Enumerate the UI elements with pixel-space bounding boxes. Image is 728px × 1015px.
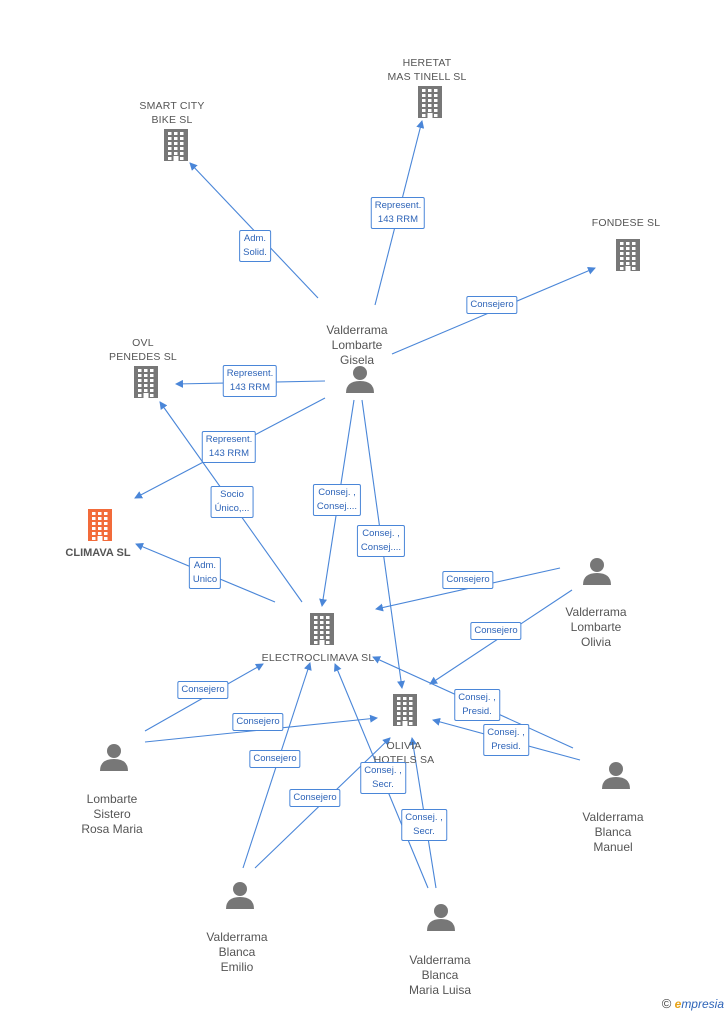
copyright-symbol: © [661,996,672,1011]
edge-label[interactable]: Consej. , Presid. [483,724,529,756]
company-icon[interactable] [393,694,417,726]
empresia-watermark: © empresia [662,996,724,1011]
company-icon[interactable] [418,86,442,118]
company-name-smart[interactable]: SMART CITY BIKE SL [139,100,205,126]
person-name-gisela[interactable]: Valderrama Lombarte Gisela [326,323,388,367]
company-icon[interactable] [134,366,158,398]
company-name-fondese[interactable]: FONDESE SL [591,217,661,229]
company-name-climava[interactable]: CLIMAVA SL [65,547,131,559]
person-icon[interactable] [602,762,630,789]
edge-label[interactable]: Adm. Solid. [239,230,271,262]
edge-label[interactable]: Consej. , Secr. [360,762,406,794]
person-icon[interactable] [226,882,254,909]
edge-label[interactable]: Consejero [442,571,494,589]
company-name-ovl[interactable]: OVL PENEDES SL [109,337,177,363]
person-icon[interactable] [583,558,611,585]
focus-company-icon[interactable] [88,509,112,541]
edge-label[interactable]: Consejero [249,750,301,768]
edge-label[interactable]: Consej. , Presid. [454,689,500,721]
edge-label[interactable]: Consej. , Consej.... [312,484,362,516]
person-name-rosa[interactable]: Lombarte Sistero Rosa Maria [81,792,143,836]
edge-label[interactable]: Consejero [289,789,341,807]
edge-label[interactable]: Consej. , Consej.... [356,525,406,557]
person-name-manuel[interactable]: Valderrama Blanca Manuel [582,810,644,854]
edge-label[interactable]: Represent. 143 RRM [222,365,278,397]
person-name-oliviap[interactable]: Valderrama Lombarte Olivia [565,605,627,649]
edge-label[interactable]: Represent. 143 RRM [201,431,257,463]
person-name-mluisa[interactable]: Valderrama Blanca Maria Luisa [408,953,472,997]
edge-label[interactable]: Consejero [232,713,284,731]
person-icon[interactable] [427,904,455,931]
company-name-heretat[interactable]: HERETAT MAS TINELL SL [387,57,467,83]
company-icon[interactable] [310,613,334,645]
company-icon[interactable] [616,239,640,271]
person-icon[interactable] [100,744,128,771]
edge-label[interactable]: Adm. Unico [188,557,222,589]
edge-label[interactable]: Represent. 143 RRM [370,197,426,229]
company-icon[interactable] [164,129,188,161]
edge-label[interactable]: Consej. , Secr. [401,809,447,841]
edge-label[interactable]: Socio Único,... [210,486,254,518]
edge-label[interactable]: Consejero [466,296,518,314]
brand-logo-e: e [674,997,682,1011]
brand-logo-text: mpresia [681,997,724,1011]
edge-label[interactable]: Consejero [177,681,229,699]
company-name-electro[interactable]: ELECTROCLIMAVA SL [261,652,375,664]
edge-label[interactable]: Consejero [470,622,522,640]
person-name-emilio[interactable]: Valderrama Blanca Emilio [206,930,268,974]
person-icon[interactable] [346,366,374,393]
